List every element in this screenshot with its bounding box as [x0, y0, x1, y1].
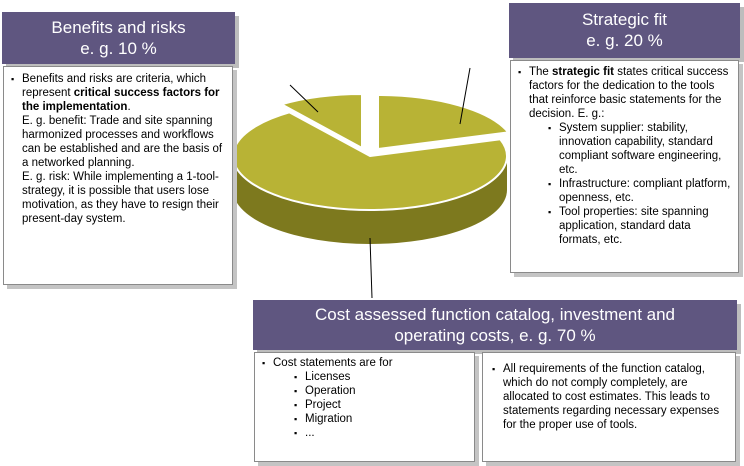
benefits-text-pre: Benefits and risks are criteria, which r…	[22, 73, 207, 99]
strategic-text-pre: The	[529, 66, 553, 78]
cost-title-line1: Cost assessed function catalog, investme…	[314, 305, 676, 324]
benefits-subtitle: e. g. 10 %	[80, 39, 157, 58]
pie-slice-cost	[232, 111, 508, 211]
strategic-box: The strategic fit states critical succes…	[510, 60, 739, 273]
cost-statements-label: Cost statements are for	[261, 356, 468, 370]
benefits-text-bold: critical success factors for the impleme…	[22, 87, 220, 113]
cost-requirements-box: All requirements of the function catalog…	[482, 352, 736, 462]
cost-statements-box: Cost statements are for Licenses Operati…	[254, 352, 475, 462]
connector-strategic	[459, 67, 471, 125]
strategic-item: Infrastructure: compliant platform, open…	[547, 177, 732, 205]
cost-requirements: All requirements of the function catalog…	[491, 362, 727, 432]
benefits-box: Benefits and risks are criteria, which r…	[3, 66, 233, 285]
cost-item: Migration	[293, 412, 468, 426]
cost-item: ...	[293, 426, 468, 440]
strategic-item: Tool properties: site spanning applicati…	[547, 205, 732, 247]
cost-item: Project	[293, 398, 468, 412]
pie-slice-cost-side	[233, 156, 507, 244]
strategic-text-post: states critical success factors for the …	[529, 66, 729, 120]
benefits-header: Benefits and risks e. g. 10 %	[2, 12, 235, 64]
benefits-text: Benefits and risks are criteria, which r…	[10, 72, 226, 226]
connector-benefits	[289, 84, 319, 113]
benefits-text-post: .	[127, 101, 131, 113]
cost-item: Licenses	[293, 370, 468, 384]
benefits-benefit: E. g. benefit: Trade and site spanning h…	[22, 115, 223, 169]
cost-title-line2: operating costs, e. g. 70 %	[394, 326, 596, 345]
strategic-item: System supplier: stability, innovation c…	[547, 121, 732, 177]
cost-item: Operation	[293, 384, 468, 398]
pie-slice-strategic	[377, 93, 511, 151]
benefits-title: Benefits and risks	[51, 18, 186, 37]
strategic-subtitle: e. g. 20 %	[586, 31, 663, 50]
benefits-risk: E. g. risk: While implementing a 1-tool-…	[22, 171, 219, 225]
strategic-header: Strategic fit e. g. 20 %	[509, 3, 740, 58]
strategic-text: The strategic fit states critical succes…	[517, 65, 732, 121]
strategic-title: Strategic fit	[581, 10, 668, 29]
pie-slice-benefits	[278, 92, 363, 150]
pie-sides	[233, 156, 507, 244]
connector-cost	[369, 237, 373, 299]
pie-tops	[232, 92, 511, 211]
strategic-text-bold: strategic fit	[552, 66, 615, 78]
cost-header: Cost assessed function catalog, investme…	[253, 300, 737, 350]
